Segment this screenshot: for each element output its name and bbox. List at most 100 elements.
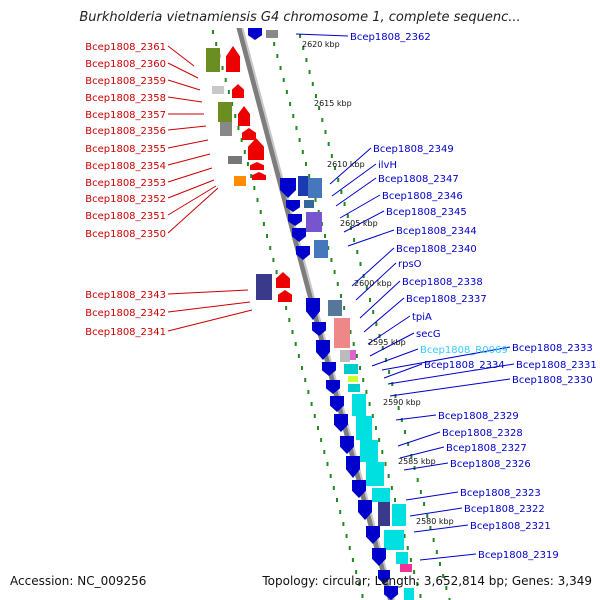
gene-block-grey: [228, 156, 242, 164]
gene-block-grey: [266, 30, 278, 38]
tick-dot-inner-right: [384, 462, 387, 466]
leader-line-right: [343, 210, 385, 233]
tick-dot-outer-left: [253, 186, 256, 190]
leader-line-left: [167, 301, 251, 313]
tick-dot-outer-left: [323, 450, 326, 454]
leader-line-left: [167, 139, 209, 149]
tick-dot-outer-left: [304, 378, 307, 382]
tick-dot-far-right: [343, 202, 346, 206]
tick-dot-far-right: [353, 238, 356, 242]
tick-dot-outer-left: [250, 174, 253, 178]
tick-dot-inner-right: [349, 330, 352, 334]
tick-dot-inner-right: [304, 162, 307, 166]
gene-block-orange: [234, 176, 246, 186]
gene-block: [352, 394, 366, 416]
tick-dot-outer-left: [246, 162, 249, 166]
gene-label-right: Bcep1808_2345: [386, 207, 467, 218]
kbp-tick-label: 2585 kbp: [398, 457, 436, 466]
leader-line-right: [351, 247, 395, 287]
tick-dot-outer-left: [231, 102, 234, 106]
tick-dot-inner-right: [362, 378, 365, 382]
tick-dot-outer-left: [240, 138, 243, 142]
tick-dot-outer-left: [256, 198, 259, 202]
gene-label-right: Bcep1808_2338: [402, 277, 483, 288]
tick-dot-far-right: [445, 586, 448, 590]
tick-dot-inner-right: [390, 486, 393, 490]
tick-dot-far-right: [337, 178, 340, 182]
gene-arrow-red: [252, 172, 266, 180]
kbp-tick-label: 2610 kbp: [327, 160, 365, 169]
tick-dot-inner-right: [394, 498, 397, 502]
gene-arrow-blue: [296, 246, 310, 260]
gene-label-left: Bcep1808_2343: [85, 290, 166, 301]
gene-label-right: Bcep1808_2321: [470, 521, 551, 532]
gene-block: [334, 318, 350, 348]
leader-line-left: [167, 153, 211, 166]
tick-dot-far-right: [432, 538, 435, 542]
gene-block: [384, 530, 404, 550]
tick-dot-far-right: [311, 82, 314, 86]
gene-block: [328, 300, 342, 316]
gene-label-right: Bcep1808_2327: [446, 443, 527, 454]
gene-arrow-red: [250, 162, 264, 170]
tick-dot-outer-left: [262, 222, 265, 226]
tick-dot-outer-left: [275, 270, 278, 274]
gene-block: [396, 552, 408, 564]
gene-block: [366, 462, 384, 486]
leader-line-right: [339, 194, 381, 219]
tick-dot-inner-right: [314, 198, 317, 202]
tick-dot-inner-right: [343, 306, 346, 310]
tick-dot-inner-right: [282, 78, 285, 82]
tick-dot-far-right: [381, 346, 384, 350]
tick-dot-far-right: [375, 322, 378, 326]
tick-dot-far-right: [388, 370, 391, 374]
tick-dot-far-right: [391, 382, 394, 386]
tick-dot-inner-right: [285, 90, 288, 94]
gene-labels: Bcep1808_2361Bcep1808_2360Bcep1808_2359B…: [85, 32, 597, 561]
gene-label-left: Bcep1808_2359: [85, 76, 166, 87]
kbp-tick-label: 2595 kbp: [368, 338, 406, 347]
gene-arrow-blue: [358, 500, 372, 520]
tick-dot-inner-right: [333, 270, 336, 274]
gene-label-left: Bcep1808_2341: [85, 327, 166, 338]
gene-block: [348, 376, 358, 382]
tick-dot-outer-left: [212, 30, 214, 34]
gene-label-right: Bcep1808_2319: [478, 550, 559, 561]
tick-dot-inner-right: [355, 354, 358, 358]
gene-label-left: Bcep1808_2357: [85, 110, 166, 121]
gene-arrow-blue: [378, 570, 390, 584]
tick-dot-outer-left: [269, 246, 272, 250]
tick-dot-outer-left: [336, 498, 339, 502]
tick-dot-far-right: [321, 118, 324, 122]
tick-dot-inner-right: [371, 414, 374, 418]
tick-dot-inner-right: [330, 258, 333, 262]
gene-block: [306, 212, 322, 232]
gene-block: [360, 440, 378, 462]
tick-dot-far-right: [448, 598, 451, 600]
tick-dot-outer-left: [215, 42, 218, 46]
tick-dot-inner-right: [292, 114, 295, 118]
gene-label-left: Bcep1808_2342: [85, 308, 166, 319]
tick-dot-outer-left: [329, 474, 332, 478]
tick-dot-far-right: [400, 418, 403, 422]
gene-label-left: Bcep1808_2353: [85, 178, 166, 189]
gene-block: [404, 588, 414, 600]
tick-dot-outer-left: [221, 66, 224, 70]
leader-line-left: [167, 96, 203, 103]
leader-line-right: [355, 262, 397, 301]
gene-label-right: Bcep1808_2329: [438, 411, 519, 422]
tick-dot-inner-right: [352, 342, 355, 346]
gene-label-left: Bcep1808_2352: [85, 194, 166, 205]
tick-dot-far-right: [330, 154, 333, 158]
tick-dot-inner-right: [403, 534, 406, 538]
gene-arrow-blue: [326, 380, 340, 394]
gene-block-navy: [256, 274, 272, 300]
gene-label-right: Bcep1808_2349: [373, 144, 454, 155]
gene-label-left: Bcep1808_2355: [85, 144, 166, 155]
tick-dot-far-right: [365, 286, 368, 290]
tick-dot-outer-left: [307, 390, 310, 394]
tick-dot-outer-left: [237, 126, 240, 130]
gene-label-left: Bcep1808_2356: [85, 126, 166, 137]
gene-block: [314, 240, 328, 258]
